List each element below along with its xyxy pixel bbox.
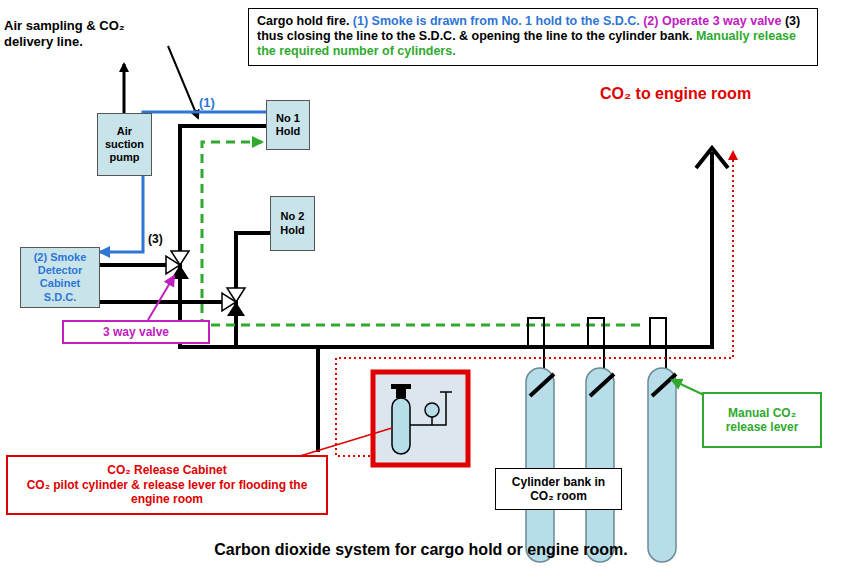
exhaust-arrow xyxy=(123,64,126,113)
node-text: Manual CO₂ release lever xyxy=(708,406,816,435)
leader-line xyxy=(148,276,174,320)
cylinder-bank xyxy=(526,318,676,562)
node-text: Cargo hold fire. xyxy=(257,14,349,28)
callout-box: Cylinder bank in CO₂ room xyxy=(495,468,622,510)
node-text: (2) Operate 3 way valve xyxy=(643,14,781,28)
node-text: Cylinder bank in CO₂ room xyxy=(500,475,617,504)
annotation-label: CO₂ to engine room xyxy=(600,84,751,103)
hold-box: No 2 Hold xyxy=(270,196,315,251)
node-text: 3 way valve xyxy=(103,325,169,339)
node-text: No 2 Hold xyxy=(275,210,310,236)
callout-box: Manual CO₂ release lever xyxy=(702,392,822,448)
engine-room-outlet xyxy=(696,148,728,168)
release-flow-line xyxy=(336,152,733,456)
co2-release-cabinet xyxy=(373,372,468,465)
node-text: (2) Smoke Detector Cabinet xyxy=(25,251,95,291)
co2-main-pipe xyxy=(180,126,712,347)
callout-number: (1) xyxy=(199,95,215,111)
pump-box: Air suction pump xyxy=(97,113,152,176)
callout-box: CO₂ Release CabinetCO₂ pilot cylinder & … xyxy=(6,455,328,515)
three-way-valve xyxy=(166,251,189,279)
smoke-detector-cabinet: (2) Smoke Detector CabinetS.D.C. xyxy=(20,247,100,308)
annotation-label: Air sampling & CO₂ delivery line. xyxy=(4,18,172,49)
leader-line xyxy=(300,428,392,456)
co2-flow-line xyxy=(202,142,640,325)
node-text: Air suction pump xyxy=(102,125,147,165)
figure-caption: Carbon dioxide system for cargo hold or … xyxy=(0,540,842,559)
callout-number: (3) xyxy=(148,232,163,246)
callout-box: 3 way valve xyxy=(62,320,210,344)
hold-box: No 1 Hold xyxy=(266,100,310,150)
three-way-valve xyxy=(222,288,245,316)
leader-line xyxy=(672,380,706,396)
leader-line xyxy=(168,46,198,118)
node-text: No 1 Hold xyxy=(271,112,305,138)
cabinet-pipe xyxy=(316,347,320,452)
sampling-flow-arrow xyxy=(100,112,266,252)
node-text: CO₂ pilot cylinder & release lever for f… xyxy=(12,478,322,507)
note-box: Cargo hold fire. (1) Smoke is drawn from… xyxy=(248,8,818,66)
node-text: (1) Smoke is drawn from No. 1 hold to th… xyxy=(353,14,640,28)
node-text: CO₂ Release Cabinet xyxy=(107,463,226,477)
node-text: S.D.C. xyxy=(44,291,76,304)
